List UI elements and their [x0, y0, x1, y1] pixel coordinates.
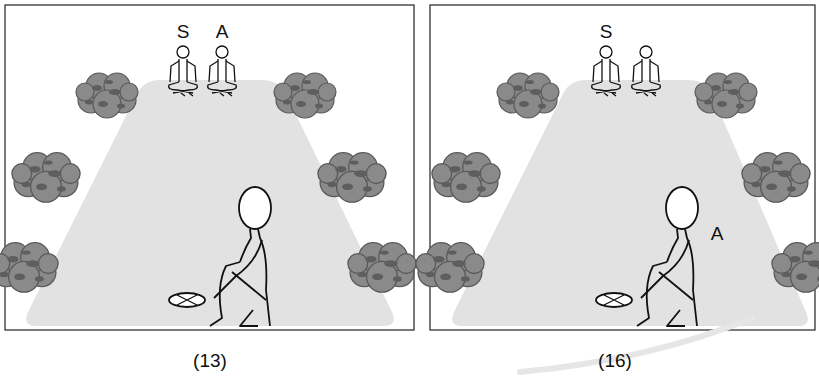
panel-number: (16): [598, 351, 632, 370]
figure-letter: S: [177, 22, 190, 41]
figure-letter: A: [711, 224, 724, 243]
panel-16: [416, 5, 819, 372]
figure-letter: A: [216, 22, 229, 41]
panel-number: (13): [193, 351, 227, 370]
panel-13: [0, 5, 416, 330]
figure-letter: S: [600, 22, 613, 41]
